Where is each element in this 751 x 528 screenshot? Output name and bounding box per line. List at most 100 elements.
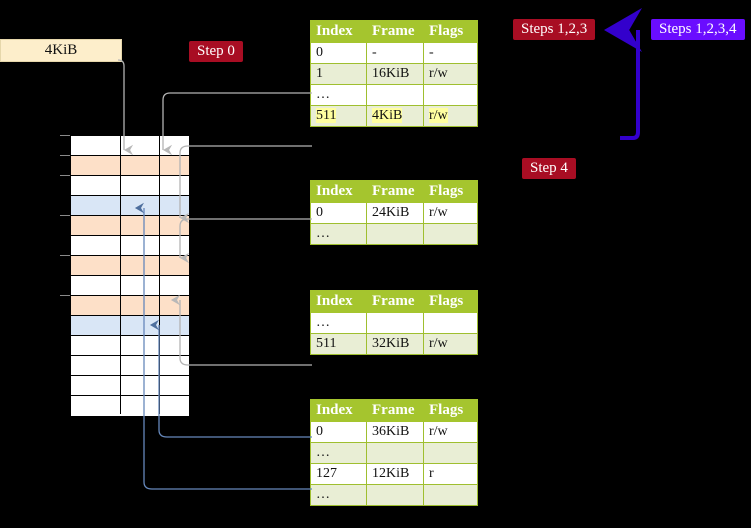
column-header-frame: Frame (366, 180, 424, 203)
table-cell: … (310, 84, 367, 106)
memory-row (71, 176, 189, 196)
memory-vertical-separator-1 (120, 136, 121, 414)
badge-steps-123: Steps 1,2,3 (513, 19, 596, 40)
table-cell: 0 (310, 42, 367, 64)
memory-row (71, 276, 189, 296)
table-cell: r/w (423, 105, 478, 127)
memory-row (71, 236, 189, 256)
table-row: … (310, 84, 478, 106)
table-cell: 32KiB (366, 333, 424, 355)
memory-row (71, 396, 189, 416)
memory-tick (60, 175, 70, 176)
memory-row (71, 296, 189, 316)
badge-step-4: Step 4 (522, 158, 576, 179)
highlighted-value: 511 (316, 108, 337, 123)
table-cell (366, 442, 424, 464)
column-header-index: Index (310, 399, 367, 422)
table-cell: 511 (310, 333, 367, 355)
table-row: … (310, 484, 478, 506)
table-cell: r/w (423, 421, 478, 443)
memory-row (71, 256, 189, 276)
memory-tick (60, 155, 70, 156)
table-row: 0-- (310, 42, 478, 64)
memory-tick (60, 255, 70, 256)
column-header-frame: Frame (366, 399, 424, 422)
highlighted-value: 4KiB (372, 108, 403, 123)
table-cell: 511 (310, 105, 367, 127)
table-row: 511 4KiB r/w (310, 105, 478, 127)
table-cell: 36KiB (366, 421, 424, 443)
memory-tick (60, 295, 70, 296)
memory-row (71, 336, 189, 356)
table-cell: … (310, 312, 367, 334)
table-cell: r/w (423, 202, 478, 224)
table-cell (423, 484, 478, 506)
table-cell: 1 (310, 63, 367, 85)
table-cell (423, 312, 478, 334)
table-cell (423, 223, 478, 245)
callout-4kib-label: 4KiB (44, 42, 78, 58)
memory-row (71, 316, 189, 336)
memory-row (71, 356, 189, 376)
table-cell: … (310, 484, 367, 506)
table-cell: … (310, 223, 367, 245)
table-cell: 127 (310, 463, 367, 485)
memory-row (71, 216, 189, 236)
table-cell (423, 84, 478, 106)
table-cell: - (366, 42, 424, 64)
badge-steps-1234: Steps 1,2,3,4 (651, 19, 745, 40)
table-cell: r/w (423, 63, 478, 85)
table-cell: 24KiB (366, 202, 424, 224)
column-header-frame: Frame (366, 20, 424, 43)
memory-rows (71, 136, 189, 416)
table-cell: 4KiB (366, 105, 424, 127)
memory-tick (60, 135, 70, 136)
memory-row (71, 156, 189, 176)
table-row: … (310, 312, 478, 334)
column-header-frame: Frame (366, 290, 424, 313)
column-header-flags: Flags (423, 180, 478, 203)
table-cell: r (423, 463, 478, 485)
table-cell (366, 84, 424, 106)
table-cell: 16KiB (366, 63, 424, 85)
table-cell: - (423, 42, 478, 64)
memory-row (71, 376, 189, 396)
memory-tick (60, 215, 70, 216)
table-row: … (310, 223, 478, 245)
table-cell (366, 312, 424, 334)
table-row: … (310, 442, 478, 464)
table-cell: … (310, 442, 367, 464)
memory-column (70, 135, 190, 416)
column-header-flags: Flags (423, 290, 478, 313)
column-header-flags: Flags (423, 399, 478, 422)
badge-step-0: Step 0 (189, 41, 243, 62)
table-cell: 12KiB (366, 463, 424, 485)
wire-table2-row0-to-memory (179, 218, 312, 264)
memory-row (71, 136, 189, 156)
column-header-index: Index (310, 290, 367, 313)
wire-table3-row511-to-memory (170, 294, 312, 366)
wire-table1-row511-to-memory (179, 145, 312, 224)
table-cell (366, 223, 424, 245)
column-header-flags: Flags (423, 20, 478, 43)
column-header-index: Index (310, 180, 367, 203)
table-cell: 0 (310, 421, 367, 443)
bracket-steps-1234 (604, 8, 642, 140)
callout-4kib: 4KiB (0, 39, 122, 62)
column-header-index: Index (310, 20, 367, 43)
memory-row (71, 196, 189, 216)
highlighted-value: r/w (429, 108, 448, 123)
